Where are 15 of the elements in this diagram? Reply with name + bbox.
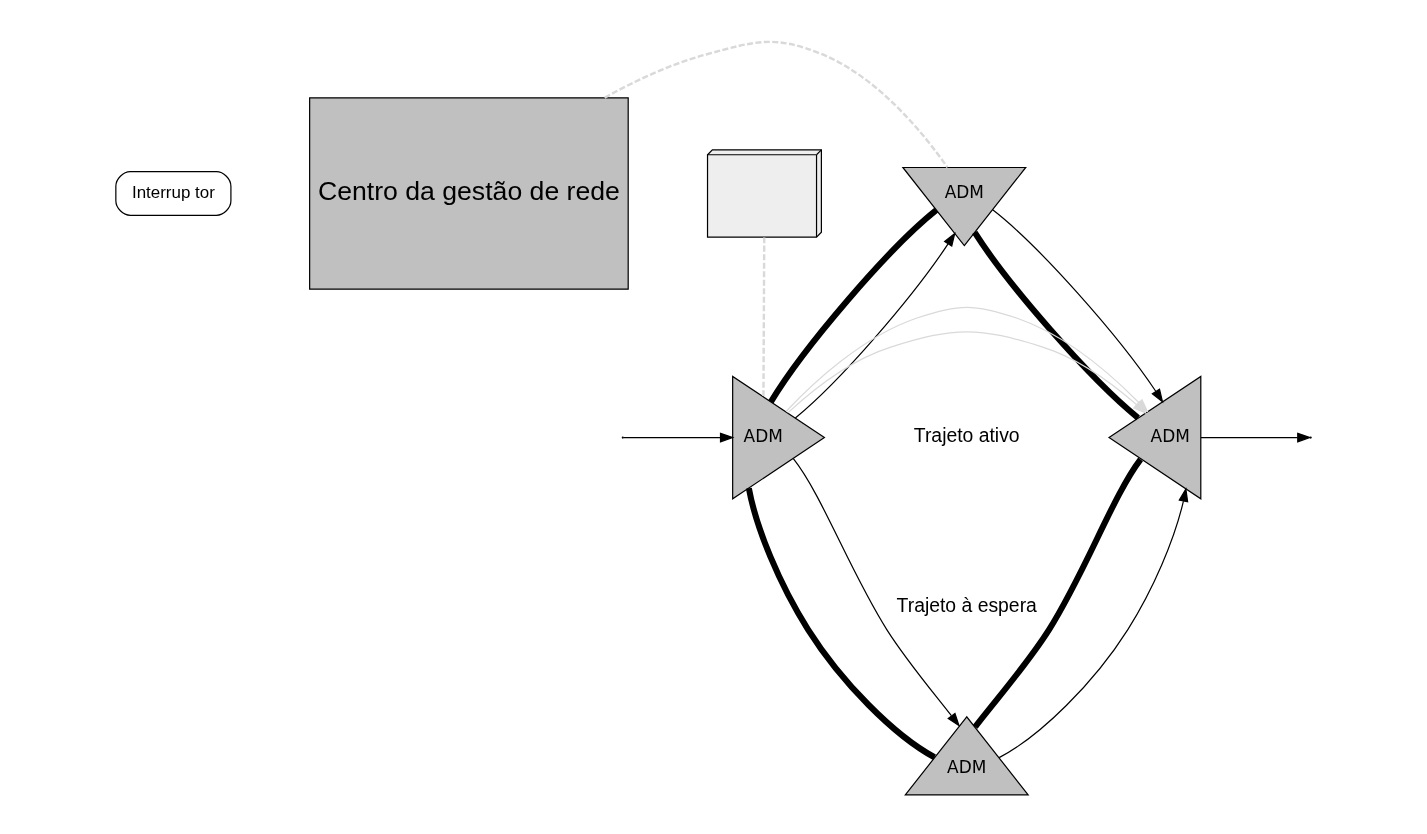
node-box: Centro da gestão de rede [309,97,629,290]
connector [604,40,949,169]
connector [972,457,1144,729]
arrow [794,232,956,419]
arrow [992,209,1164,404]
arrow [998,487,1189,759]
connector [762,237,766,397]
arrow [792,458,961,728]
node-box: Interrup tor [115,171,232,216]
connector [768,207,939,404]
connector [745,487,937,760]
arrow [622,432,735,443]
label: Trajeto ativo [913,424,1020,447]
label: Trajeto à espera [896,594,1037,617]
connector [972,230,1140,421]
